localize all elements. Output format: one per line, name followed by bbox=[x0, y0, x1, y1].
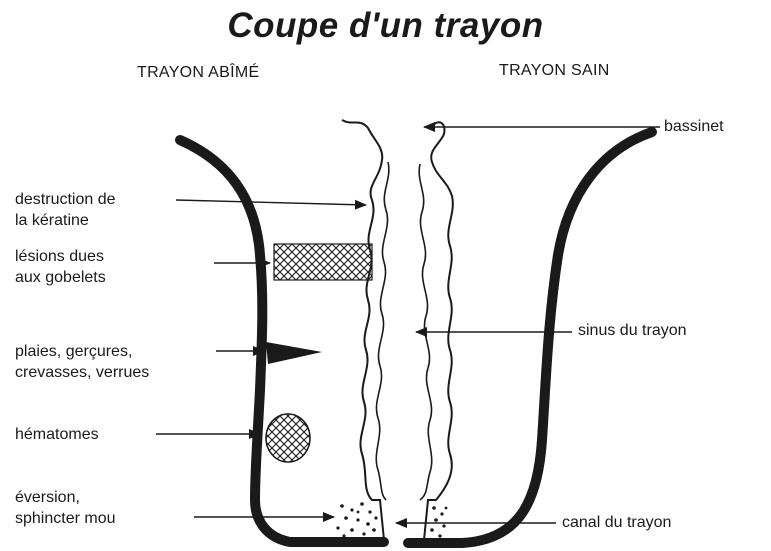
cup-lesion-band bbox=[274, 244, 372, 280]
damaged-inner-lining-1 bbox=[342, 120, 384, 540]
hematoma-mark bbox=[266, 414, 310, 462]
damaged-inner-lining-2 bbox=[376, 162, 389, 500]
healthy-teat-outer-wall bbox=[408, 132, 652, 543]
left-sphincter-dots bbox=[336, 502, 377, 537]
right-sphincter-dots bbox=[430, 506, 447, 537]
arrow-keratine bbox=[176, 200, 366, 205]
wound-mark bbox=[266, 342, 322, 364]
